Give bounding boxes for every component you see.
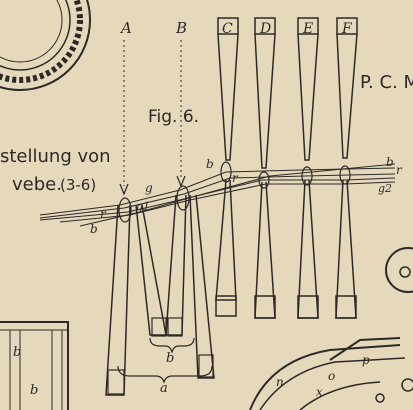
mech-label-n: n <box>276 375 284 389</box>
mech-label-o: o <box>328 369 335 383</box>
warp-threads <box>39 161 396 227</box>
brace-label-a: a <box>160 381 168 396</box>
label-E: E <box>302 21 313 37</box>
thread-label-g2: g2 <box>378 182 392 195</box>
thread-label-g: g <box>145 181 153 195</box>
thread-label-g1: g1 <box>136 200 150 213</box>
bottom-left-box <box>0 321 69 410</box>
box-label-b2: b <box>30 383 38 398</box>
label-B: B <box>175 19 187 37</box>
label-C: C <box>222 21 233 37</box>
mech-label-p: p <box>362 353 370 367</box>
top-heddles <box>215 17 358 319</box>
thread-label-b-top: b <box>206 157 214 171</box>
front-heddles <box>105 194 215 396</box>
braces <box>117 337 213 384</box>
mech-label-x: x <box>316 385 323 399</box>
box-label-b1: b <box>13 345 21 360</box>
bottom-right-mechanism <box>249 247 413 410</box>
thread-label-r: r <box>232 171 239 185</box>
label-D: D <box>259 21 271 37</box>
figure-label: Fig. 6. <box>148 107 199 127</box>
thread-label-r-right: r <box>396 163 403 177</box>
circular-mechanism <box>0 0 91 91</box>
label-F: F <box>341 21 353 37</box>
caption-range: (3-6) <box>60 176 96 194</box>
thread-label-b-right: b <box>386 155 394 169</box>
label-A: A <box>119 19 132 37</box>
thread-label-b-left: b <box>90 222 98 236</box>
caption-line-2: vebe. <box>12 174 62 195</box>
header-right: P. C. M <box>360 72 413 93</box>
brace-label-b: b <box>166 351 174 366</box>
caption-line-1: stellung von <box>0 146 111 167</box>
thread-label-r-left: r <box>100 207 107 221</box>
